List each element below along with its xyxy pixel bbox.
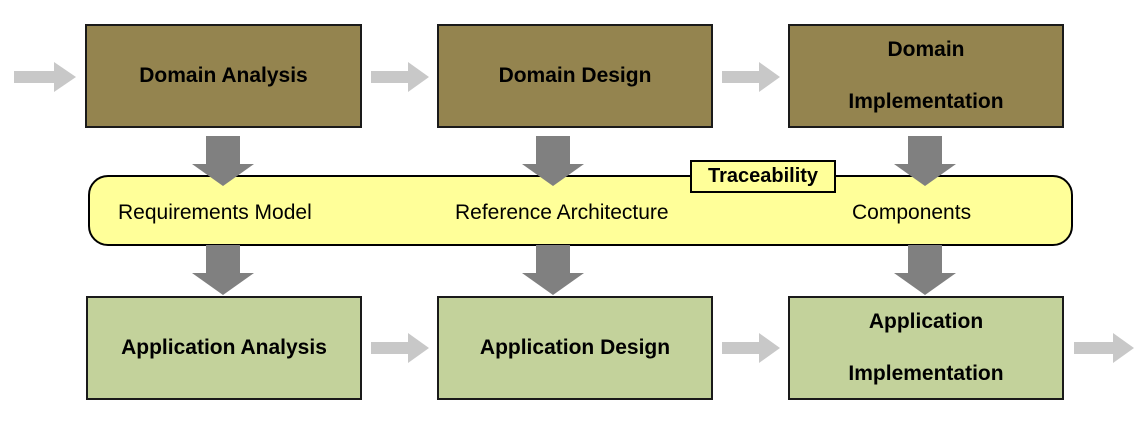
box-domain-analysis[interactable]: Domain Analysis xyxy=(85,24,362,128)
traceability-band xyxy=(88,175,1073,246)
box-application-implementation[interactable]: Application Implementation xyxy=(788,296,1064,400)
application-design-to-application-implementation-arrow-icon xyxy=(722,333,780,363)
artifact-reference-architecture-label: Reference Architecture xyxy=(455,201,669,224)
box-application-design[interactable]: Application Design xyxy=(437,296,713,400)
box-domain-implementation-line-1: Domain xyxy=(887,37,965,61)
box-domain-implementation[interactable]: Domain Implementation xyxy=(788,24,1064,128)
box-application-implementation-line-1: Application xyxy=(868,309,984,333)
reference-architecture-to-application-design-arrow-icon xyxy=(522,245,584,295)
application-analysis-to-application-design-arrow-icon xyxy=(371,333,429,363)
box-application-analysis[interactable]: Application Analysis xyxy=(86,296,362,400)
artifact-components-label: Components xyxy=(852,201,972,224)
output-arrow-application-icon xyxy=(1074,333,1134,363)
domain-implementation-to-components-arrow-icon xyxy=(894,136,956,186)
domain-design-to-reference-architecture-arrow-icon xyxy=(522,136,584,186)
traceability-tag-label: Traceability xyxy=(707,165,819,187)
box-domain-design[interactable]: Domain Design xyxy=(437,24,713,128)
traceability-tag[interactable]: Traceability xyxy=(690,160,836,193)
artifact-reference-architecture: Reference Architecture xyxy=(455,201,669,225)
input-arrow-domain-icon xyxy=(14,62,76,92)
components-to-application-implementation-arrow-icon xyxy=(894,245,956,295)
box-domain-design-label: Domain Design xyxy=(498,63,652,87)
box-application-implementation-label: Application Implementation xyxy=(836,309,1015,388)
requirements-model-to-application-analysis-arrow-icon xyxy=(192,245,254,295)
box-domain-implementation-line-2: Implementation xyxy=(848,90,1004,114)
artifact-requirements-model: Requirements Model xyxy=(118,201,312,225)
domain-analysis-to-requirements-model-arrow-icon xyxy=(192,136,254,186)
artifact-requirements-model-label: Requirements Model xyxy=(118,201,312,224)
box-application-design-label: Application Design xyxy=(479,335,671,359)
box-application-analysis-label: Application Analysis xyxy=(121,335,327,359)
domain-analysis-to-domain-design-arrow-icon xyxy=(371,62,429,92)
box-domain-implementation-label: Domain Implementation xyxy=(836,37,1015,116)
box-domain-analysis-label: Domain Analysis xyxy=(139,63,308,87)
box-application-implementation-line-2: Implementation xyxy=(848,362,1004,386)
artifact-components: Components xyxy=(852,201,971,225)
domain-design-to-domain-implementation-arrow-icon xyxy=(722,62,780,92)
